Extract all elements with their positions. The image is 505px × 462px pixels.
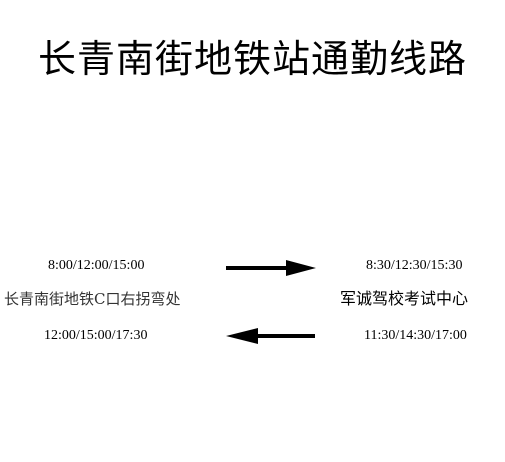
page-title: 长青南街地铁站通勤线路 — [37, 37, 467, 81]
arrow-right-icon — [226, 260, 316, 276]
destination-depart-times: 11:30/14:30/17:00 — [364, 328, 467, 343]
origin-arrive-times: 12:00/15:00/17:30 — [44, 328, 148, 343]
origin-depart-times: 8:00/12:00/15:00 — [48, 258, 145, 273]
arrow-left-icon — [226, 328, 315, 344]
origin-station-label: 长青南街地铁C口右拐弯处 — [4, 290, 181, 308]
destination-station-label: 军诚驾校考试中心 — [340, 289, 469, 308]
destination-arrive-times: 8:30/12:30/15:30 — [366, 258, 463, 273]
